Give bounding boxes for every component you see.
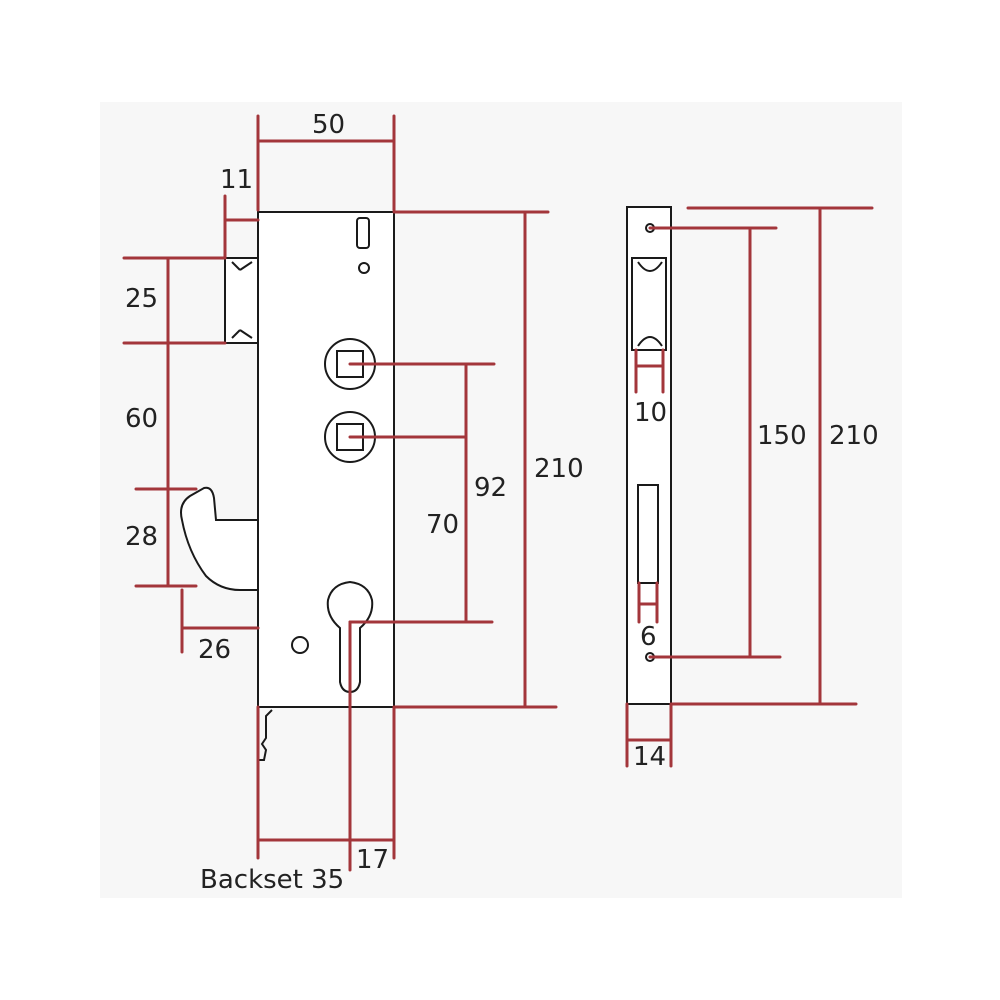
drawing-panel xyxy=(100,102,902,898)
label-faceplate-offset: 11 xyxy=(220,165,253,195)
label-latch-height: 25 xyxy=(125,284,158,314)
label-side-height: 210 xyxy=(829,421,879,451)
latch-bolt xyxy=(224,257,259,344)
top-slot xyxy=(356,217,370,249)
label-width: 50 xyxy=(312,110,345,140)
latch-opening xyxy=(631,257,667,351)
label-hook-height: 28 xyxy=(125,522,158,552)
front-dimensions xyxy=(122,114,558,872)
top-screw-hole xyxy=(358,262,370,274)
lock-body xyxy=(257,211,395,708)
label-screw-spacing: 150 xyxy=(757,421,807,451)
label-thickness: 14 xyxy=(633,742,666,772)
label-latch-to-hook: 60 xyxy=(125,404,158,434)
label-backset: Backset 35 xyxy=(200,865,344,895)
label-spindle-to-cylinder: 92 xyxy=(474,473,507,503)
hook-bolt xyxy=(180,486,259,591)
label-slot-width: 10 xyxy=(634,398,667,428)
label-front-height: 210 xyxy=(534,454,584,484)
fixing-hole xyxy=(291,636,309,654)
lock-side-view xyxy=(626,206,672,705)
label-spindle-spacing: 70 xyxy=(426,510,459,540)
side-dimension-labels: 10 150 210 6 14 xyxy=(633,398,879,772)
label-hook-slot: 6 xyxy=(640,622,657,652)
label-cylinder-offset: 17 xyxy=(356,845,389,875)
lock-front-view xyxy=(180,211,395,761)
label-hook-projection: 26 xyxy=(198,635,231,665)
hook-opening xyxy=(637,484,659,584)
side-dimensions xyxy=(625,206,874,768)
front-dimension-labels: 50 11 25 60 28 26 70 92 210 17 Backset 3… xyxy=(125,110,584,895)
